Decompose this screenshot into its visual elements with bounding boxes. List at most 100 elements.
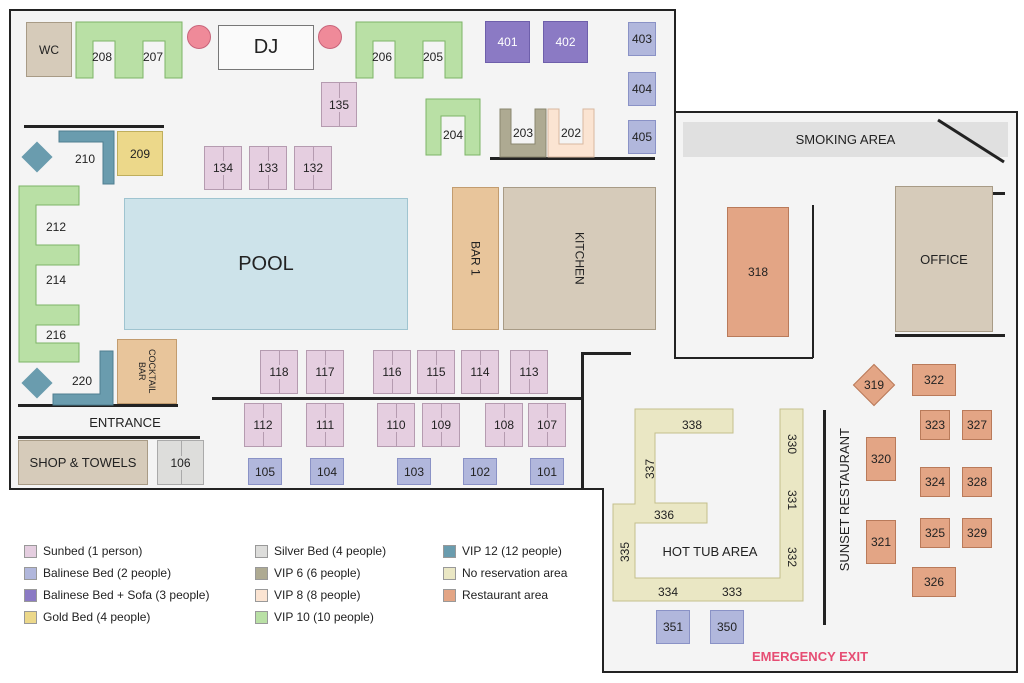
spot-204[interactable]: 204 — [440, 126, 466, 144]
legend-swatch — [255, 544, 268, 558]
spot-108[interactable]: 108 — [485, 403, 523, 447]
spot-212[interactable]: 212 — [42, 218, 70, 236]
spot-133[interactable]: 133 — [249, 146, 287, 190]
vip8-202-shape — [547, 108, 595, 158]
spot-135[interactable]: 135 — [321, 82, 357, 127]
spot-328[interactable]: 328 — [962, 467, 992, 497]
spot-327[interactable]: 327 — [962, 410, 992, 440]
spot-208[interactable]: 208 — [90, 48, 114, 66]
spot-134[interactable]: 134 — [204, 146, 242, 190]
spot-320[interactable]: 320 — [866, 437, 896, 481]
spot-326-label: 326 — [923, 575, 945, 589]
spot-337[interactable]: 337 — [640, 455, 660, 483]
spot-402[interactable]: 402 — [543, 21, 588, 63]
spot-334-label: 334 — [657, 585, 679, 599]
legend-label: VIP 8 (8 people) — [274, 588, 361, 602]
spot-220-label: 220 — [71, 374, 93, 388]
vip10-206-205-shape — [355, 21, 463, 79]
spot-350-label: 350 — [716, 620, 738, 634]
spot-326[interactable]: 326 — [912, 567, 956, 597]
spot-105[interactable]: 105 — [248, 458, 282, 485]
spot-220[interactable]: 220 — [68, 372, 96, 390]
dj-booth[interactable]: DJ — [218, 25, 314, 70]
spot-118[interactable]: 118 — [260, 350, 298, 394]
spot-132-label: 132 — [302, 161, 324, 175]
legend-swatch — [24, 566, 37, 580]
spot-401-label: 401 — [497, 35, 518, 49]
wall-segment — [581, 352, 584, 489]
spot-318[interactable]: 318 — [727, 207, 789, 337]
spot-108-label: 108 — [493, 418, 515, 432]
vip10-208-207-shape — [75, 21, 183, 79]
spot-338[interactable]: 338 — [678, 416, 706, 434]
legend-item-vip12: VIP 12 (12 people) — [443, 544, 562, 558]
bar1-label: BAR 1 — [468, 241, 483, 276]
spot-351[interactable]: 351 — [656, 610, 690, 644]
spot-103-label: 103 — [403, 464, 425, 479]
spot-350[interactable]: 350 — [710, 610, 744, 644]
spot-209[interactable]: 209 — [117, 131, 163, 176]
spot-321[interactable]: 321 — [866, 520, 896, 564]
legend-item-vip10: VIP 10 (10 people) — [255, 610, 374, 624]
spot-115[interactable]: 115 — [417, 350, 455, 394]
spot-216[interactable]: 216 — [42, 326, 70, 344]
spot-104[interactable]: 104 — [310, 458, 344, 485]
spot-334[interactable]: 334 — [654, 583, 682, 601]
spot-117[interactable]: 117 — [306, 350, 344, 394]
wall-segment — [18, 436, 200, 439]
spot-111[interactable]: 111 — [306, 403, 344, 447]
spot-321-label: 321 — [870, 535, 892, 549]
spot-134-label: 134 — [212, 161, 234, 175]
spot-333[interactable]: 333 — [718, 583, 746, 601]
spot-335[interactable]: 335 — [615, 538, 635, 566]
spot-113[interactable]: 113 — [510, 350, 548, 394]
spot-103[interactable]: 103 — [397, 458, 431, 485]
spot-202[interactable]: 202 — [558, 124, 584, 142]
spot-324[interactable]: 324 — [920, 467, 950, 497]
spot-208-label: 208 — [91, 50, 113, 64]
spot-403[interactable]: 403 — [628, 22, 656, 56]
spot-116[interactable]: 116 — [373, 350, 411, 394]
spot-325[interactable]: 325 — [920, 518, 950, 548]
spot-322-label: 322 — [923, 373, 945, 387]
spot-336[interactable]: 336 — [650, 506, 678, 524]
spot-114[interactable]: 114 — [461, 350, 499, 394]
spot-323[interactable]: 323 — [920, 410, 950, 440]
spot-109-label: 109 — [430, 418, 452, 432]
spot-216-label: 216 — [45, 328, 67, 342]
spot-332[interactable]: 332 — [782, 543, 802, 571]
spot-405[interactable]: 405 — [628, 120, 656, 154]
spot-210[interactable]: 210 — [72, 150, 98, 168]
spot-205[interactable]: 205 — [421, 48, 445, 66]
spot-206[interactable]: 206 — [370, 48, 394, 66]
sunset-restaurant-label: SUNSET RESTAURANT — [836, 428, 852, 572]
spot-203-label: 203 — [512, 126, 534, 140]
spot-401[interactable]: 401 — [485, 21, 530, 63]
spot-109[interactable]: 109 — [422, 403, 460, 447]
cocktail-bar-area: COCKTAIL BAR — [117, 339, 177, 404]
legend-label: VIP 10 (10 people) — [274, 610, 374, 624]
spot-207[interactable]: 207 — [141, 48, 165, 66]
pool-label: POOL — [238, 252, 294, 275]
spot-203[interactable]: 203 — [510, 124, 536, 142]
spot-101[interactable]: 101 — [530, 458, 564, 485]
spot-330[interactable]: 330 — [782, 430, 802, 458]
bar1-area: BAR 1 — [452, 187, 499, 330]
spot-102[interactable]: 102 — [463, 458, 497, 485]
spot-107[interactable]: 107 — [528, 403, 566, 447]
kitchen-area: KITCHEN — [503, 187, 656, 330]
spot-214[interactable]: 214 — [42, 271, 70, 289]
spot-329[interactable]: 329 — [962, 518, 992, 548]
spot-110[interactable]: 110 — [377, 403, 415, 447]
hot-tub-area-label: HOT TUB AREA — [662, 543, 758, 559]
spot-202-label: 202 — [560, 126, 582, 140]
spot-106[interactable]: 106 — [157, 440, 204, 485]
spot-322[interactable]: 322 — [912, 364, 956, 396]
spot-404[interactable]: 404 — [628, 72, 656, 106]
legend-swatch — [443, 588, 456, 602]
cocktail-bar-label: COCKTAIL BAR — [137, 349, 157, 394]
wall-segment — [490, 157, 655, 160]
spot-112[interactable]: 112 — [244, 403, 282, 447]
spot-132[interactable]: 132 — [294, 146, 332, 190]
spot-331[interactable]: 331 — [782, 486, 802, 514]
